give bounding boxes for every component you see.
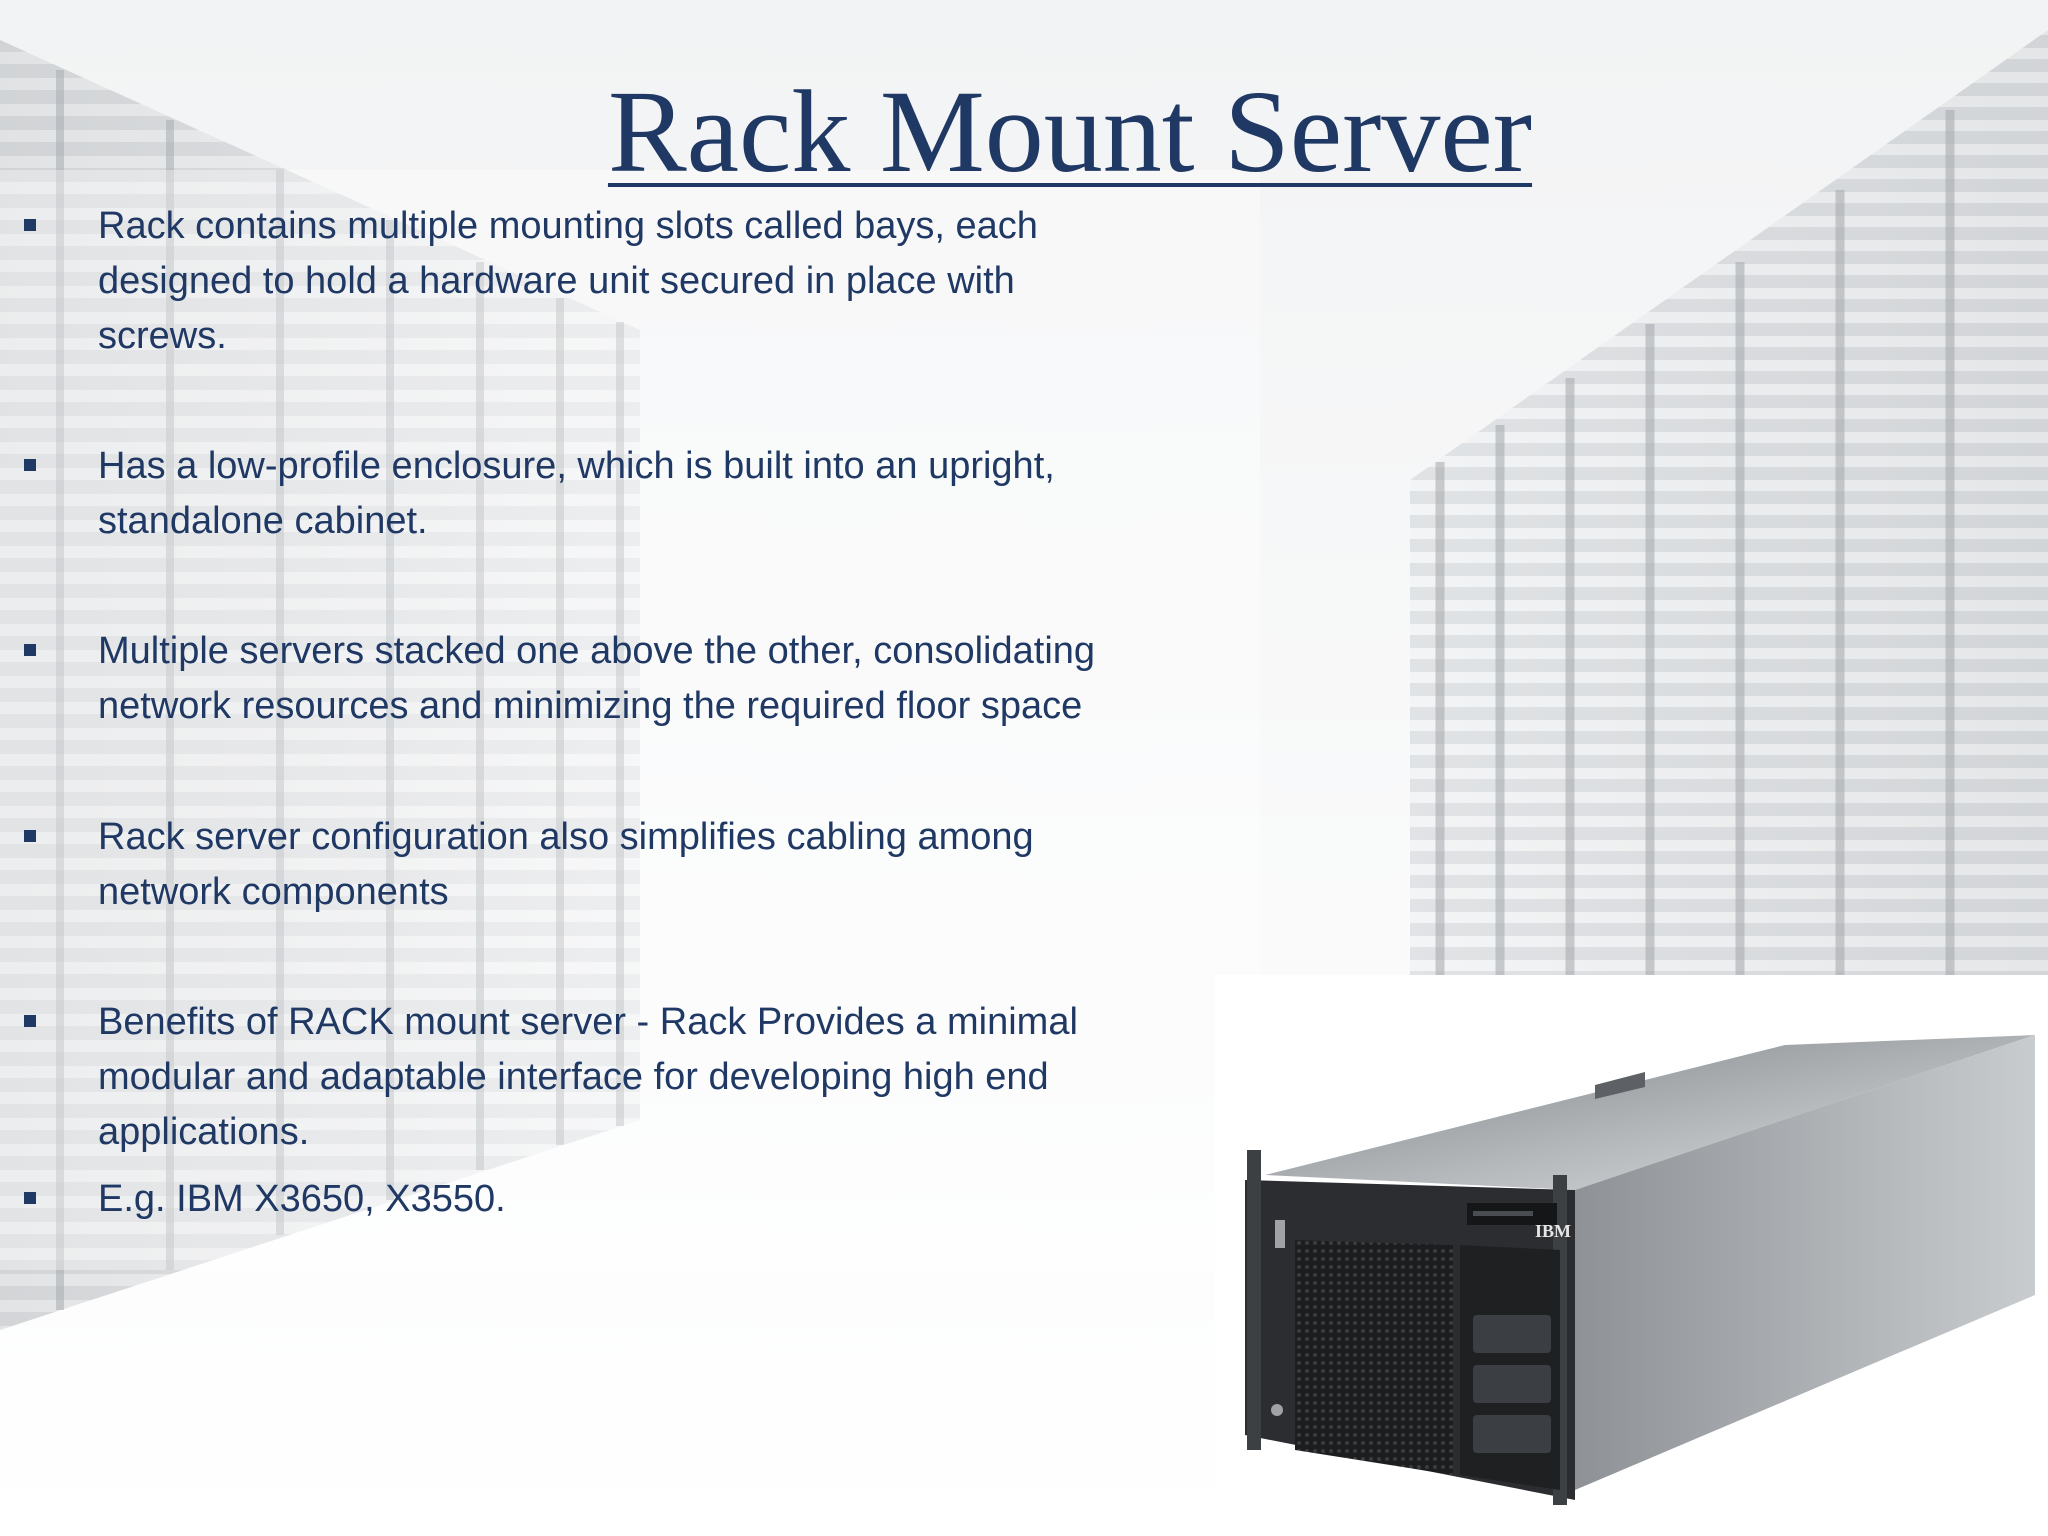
- slide-title-text: Rack Mount Server: [607, 66, 1533, 197]
- bullet-text: E.g. IBM X3650, X3550.: [98, 1178, 506, 1220]
- svg-text:IBM: IBM: [1535, 1221, 1571, 1241]
- bullet-text: Multiple servers stacked one above the o…: [98, 630, 1096, 727]
- square-bullet-icon: [24, 1015, 36, 1027]
- square-bullet-icon: [24, 830, 36, 842]
- bullet-text: Benefits of RACK mount server - Rack Pro…: [98, 1001, 1078, 1153]
- square-bullet-icon: [24, 644, 36, 656]
- rack-server-image: IBM: [1215, 975, 2048, 1536]
- square-bullet-icon: [24, 219, 36, 231]
- slide-title: Rack Mount Server: [560, 62, 1580, 202]
- bullet-text: Rack contains multiple mounting slots ca…: [98, 205, 1038, 357]
- square-bullet-icon: [24, 459, 36, 471]
- bullet-text: Rack server configuration also simplifie…: [98, 816, 1034, 913]
- square-bullet-icon: [24, 1192, 36, 1204]
- bullet-text: Has a low-profile enclosure, which is bu…: [98, 445, 1055, 542]
